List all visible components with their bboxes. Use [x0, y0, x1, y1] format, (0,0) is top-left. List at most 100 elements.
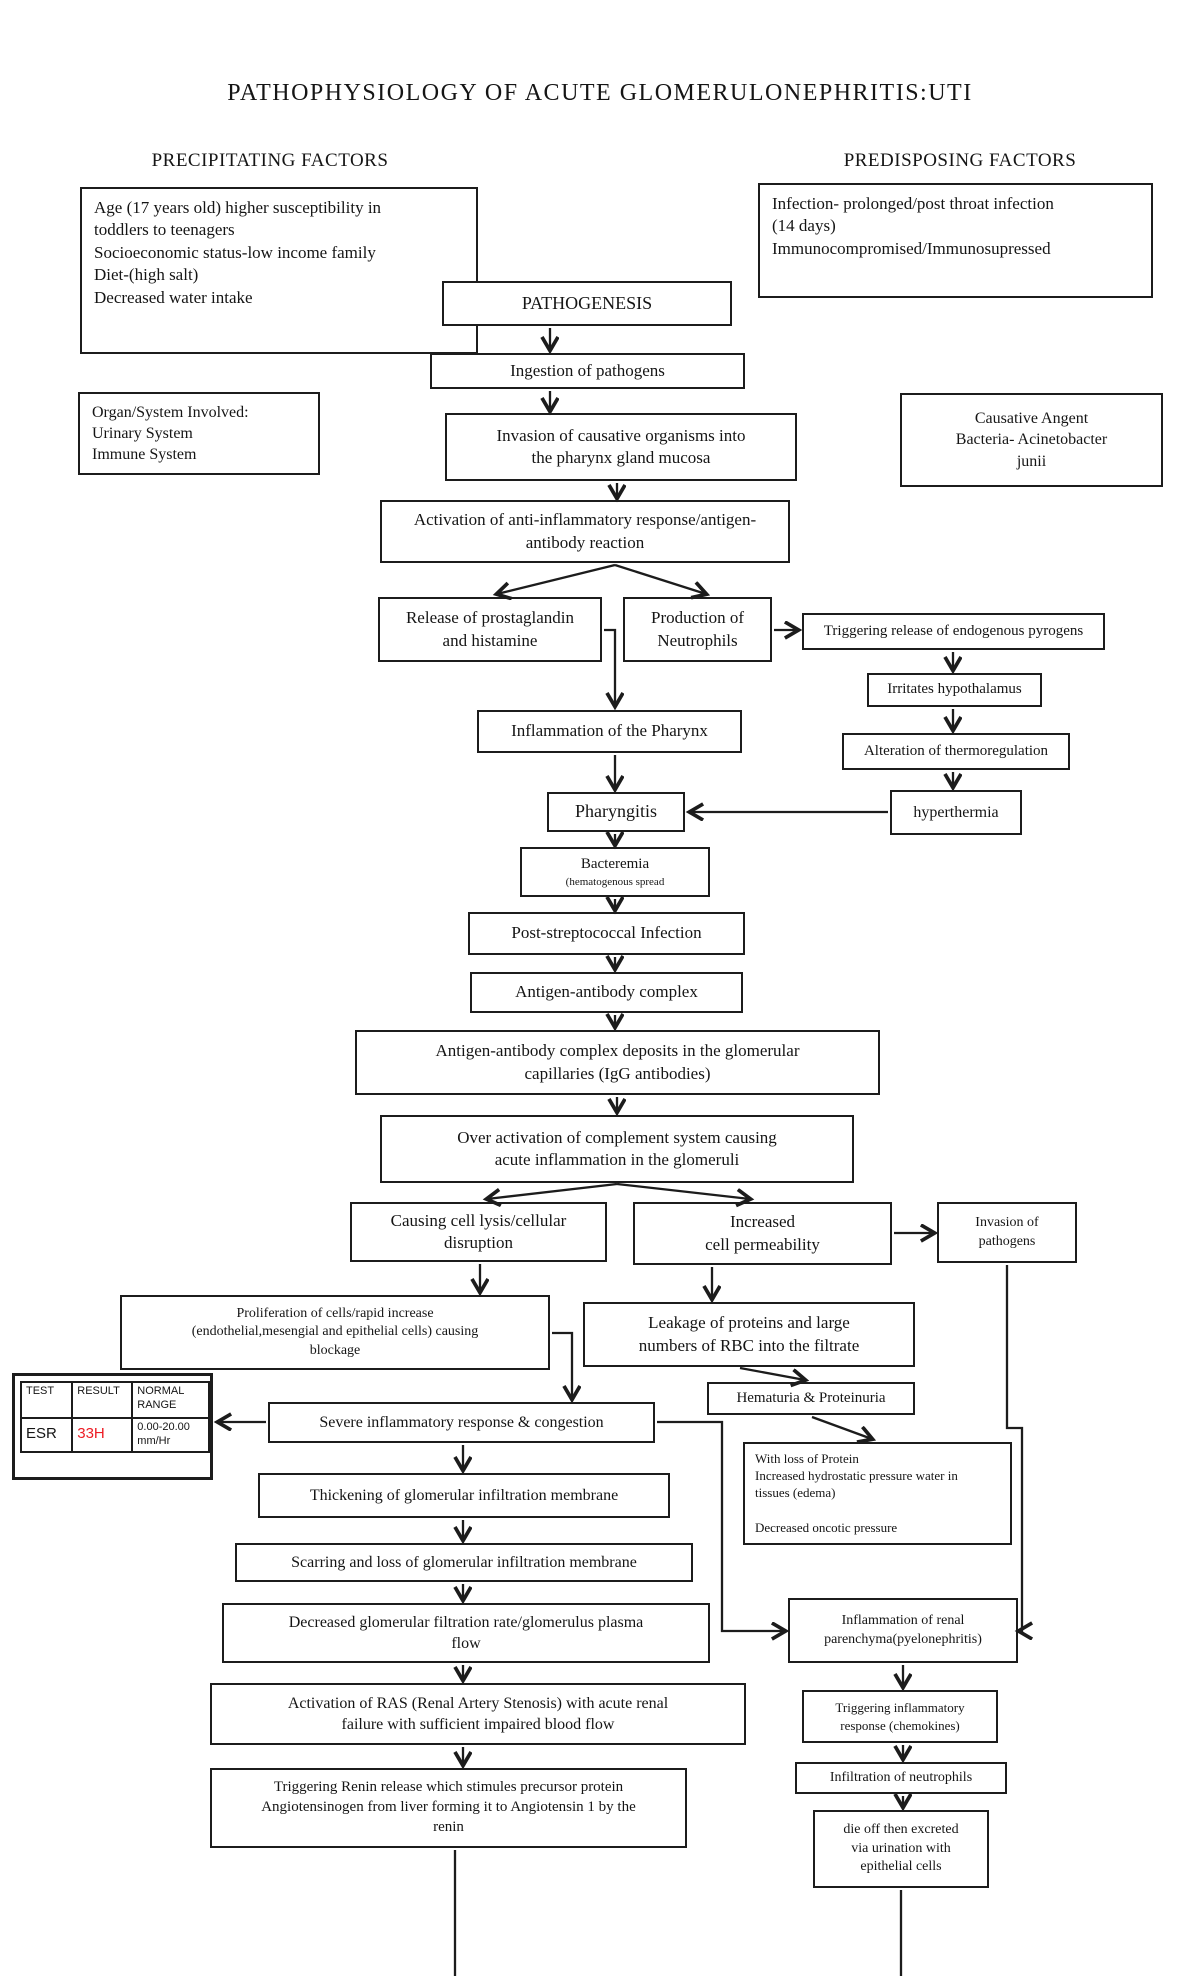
node-cell-lysis-text: Causing cell lysis/cellular — [390, 1210, 567, 1230]
node-severe-inflammatory: Severe inflammatory response & congestio… — [268, 1402, 655, 1443]
node-with-loss-protein-text: tissues (edema) — [755, 1485, 836, 1501]
arrow-leakage-to-hematuria — [739, 1366, 805, 1380]
node-pyelonephritis: Inflammation of renal parenchyma(pyelonep… — [788, 1598, 1018, 1663]
node-infiltration-neutrophils-text: Infiltration of neutrophils — [829, 1769, 973, 1785]
node-precipitating-factors: Age (17 years old) higher susceptibility… — [80, 187, 478, 354]
node-invasion-organisms-text: Invasion of causative organisms into — [496, 425, 746, 445]
node-precipitating-factors-text: Diet-(high salt) — [94, 265, 199, 285]
node-cell-permeability-text: cell permeability — [705, 1234, 820, 1254]
section-header-precipitating: PRECIPITATING FACTORS — [151, 150, 389, 171]
node-leakage-text: numbers of RBC into the filtrate — [638, 1335, 860, 1355]
node-renin-release-text: renin — [433, 1818, 464, 1835]
node-thickening: Thickening of glomerular infiltration me… — [258, 1473, 670, 1518]
node-die-off-text: die off then excreted — [843, 1822, 959, 1838]
node-causative-agent-text: Causative Angent — [974, 410, 1089, 428]
node-precipitating-factors-text: Socioeconomic status-low income family — [94, 242, 376, 262]
node-cell-lysis: Causing cell lysis/cellular disruption — [350, 1202, 607, 1262]
node-activation-ras: Activation of RAS (Renal Artery Stenosis… — [210, 1683, 746, 1745]
node-invasion-pathogens-text: Invasion of — [975, 1215, 1039, 1231]
node-proliferation-text: blockage — [309, 1342, 361, 1358]
node-pyelonephritis-text: parenchyma(pyelonephritis) — [824, 1631, 982, 1647]
node-activation-ras-text: Activation of RAS (Renal Artery Stenosis… — [287, 1694, 669, 1712]
node-precipitating-factors-text: Decreased water intake — [94, 287, 253, 307]
node-hematuria: Hematuria & Proteinuria — [707, 1382, 915, 1415]
node-proliferation: Proliferation of cells/rapid increase(en… — [120, 1295, 550, 1370]
node-production-neutrophils-text: Neutrophils — [657, 630, 738, 650]
node-with-loss-protein-text: Decreased oncotic pressure — [755, 1519, 898, 1535]
node-infiltration-neutrophils: Infiltration of neutrophils — [795, 1762, 1007, 1794]
node-activation-response: Activation of anti-inflammatory response… — [380, 500, 790, 563]
node-precipitating-factors-text: Age (17 years old) higher susceptibility… — [94, 198, 382, 217]
node-causative-agent-text: Bacteria- Acinetobacter — [955, 431, 1108, 449]
node-ingestion-text: Ingestion of pathogens — [510, 360, 665, 380]
arrow-over-activation-to-cell-lysis — [487, 1182, 618, 1199]
node-bacteremia: Bacteremia(hematogenous spread — [520, 847, 710, 897]
node-release-prostaglandin-text: Release of prostaglandin — [405, 608, 575, 628]
lab-col-test: TEST — [19, 1381, 74, 1419]
node-complex-deposits-text: Antigen-antibody complex deposits in the… — [435, 1041, 800, 1061]
node-decreased-gfr: Decreased glomerular filtration rate/glo… — [222, 1603, 710, 1663]
node-irritates-hypothalamus: Irritates hypothalamus — [867, 673, 1042, 707]
node-pharyngitis: Pharyngitis — [547, 792, 685, 832]
arrow-hematuria-to-with-loss — [811, 1415, 872, 1439]
node-causative-agent-text: junii — [1016, 452, 1047, 470]
node-organ-system-text: Immune System — [92, 446, 197, 464]
node-over-activation: Over activation of complement system cau… — [380, 1115, 854, 1183]
node-release-prostaglandin-text: and histamine — [442, 630, 538, 650]
esr-result-value: 33H — [77, 1425, 105, 1442]
lab-result-table: TEST RESULT NORMAL RANGE ESR 33H 0.00-20… — [12, 1373, 213, 1480]
node-die-off-text: via urination with — [851, 1840, 951, 1856]
page-title: PATHOPHYSIOLOGY OF ACUTE GLOMERULONEPHRI… — [227, 80, 973, 106]
node-pathogenesis: PATHOGENESIS — [442, 281, 732, 326]
node-decreased-gfr-text: Decreased glomerular filtration rate/glo… — [288, 1613, 644, 1631]
node-leakage-text: Leakage of proteins and large — [648, 1313, 850, 1333]
node-endogenous-pyrogens: Triggering release of endogenous pyrogen… — [802, 613, 1105, 650]
node-hematuria-text: Hematuria & Proteinuria — [736, 1389, 886, 1406]
node-with-loss-protein-text: With loss of Protein — [755, 1451, 859, 1466]
node-thermoregulation-text: Alteration of thermoregulation — [863, 742, 1049, 759]
node-over-activation-text: Over activation of complement system cau… — [457, 1127, 777, 1147]
node-activation-ras-text: failure with sufficient impaired blood f… — [341, 1716, 615, 1733]
node-cell-lysis-text: disruption — [444, 1233, 513, 1252]
node-cell-permeability-text: Increased — [729, 1212, 796, 1232]
node-renin-release-text: Triggering Renin release which stimules … — [273, 1779, 624, 1796]
node-hyperthermia-text: hyperthermia — [913, 803, 999, 821]
node-predisposing-factors-text: (14 days) — [772, 216, 836, 236]
node-post-streptococcal-text: Post-streptococcal Infection — [511, 923, 702, 943]
node-with-loss-protein-text: Increased hydrostatic pressure water in — [755, 1468, 958, 1484]
node-invasion-pathogens-text: pathogens — [978, 1233, 1036, 1249]
node-bacteremia-text: Bacteremia — [580, 855, 650, 872]
node-pyelonephritis-text: Inflammation of renal — [841, 1613, 965, 1629]
arrow-activation-to-production — [614, 563, 706, 594]
arrow-over-activation-to-permeability — [616, 1182, 750, 1199]
node-predisposing-factors-text: Immunocompromised/Immunosupressed — [772, 238, 1051, 258]
arrow-proliferation-to-severe — [552, 1331, 572, 1399]
arrow-release-to-inflammation-pharynx — [604, 628, 615, 706]
node-severe-inflammatory-text: Severe inflammatory response & congestio… — [319, 1413, 604, 1431]
node-activation-response-text: antibody reaction — [525, 532, 645, 552]
node-organ-system-text: Organ/System Involved: — [92, 403, 249, 421]
node-over-activation-text: acute inflammation in the glomeruli — [494, 1150, 740, 1169]
node-pathogenesis-text: PATHOGENESIS — [521, 292, 653, 313]
node-inflammation-pharynx: Inflammation of the Pharynx — [477, 710, 742, 753]
node-predisposing-factors-text: Infection- prolonged/post throat infecti… — [772, 194, 1054, 213]
node-activation-response-text: Activation of anti-inflammatory response… — [413, 510, 757, 530]
node-precipitating-factors-text: toddlers to teenagers — [94, 220, 235, 240]
node-thickening-text: Thickening of glomerular infiltration me… — [309, 1486, 619, 1504]
node-scarring: Scarring and loss of glomerular infiltra… — [235, 1543, 693, 1582]
arrow-activation-to-release — [497, 563, 616, 594]
node-organ-system-text: Urinary System — [92, 424, 193, 442]
node-pharyngitis-text: Pharyngitis — [574, 801, 657, 822]
node-renin-release-text: Angiotensinogen from liver forming it to… — [261, 1799, 636, 1816]
node-chemokines-text: Triggering inflammatory — [835, 1700, 965, 1716]
esr-normal-range-unit: mm/Hr — [137, 1434, 171, 1447]
node-complex-deposits-text: capillaries (IgG antibodies) — [524, 1063, 711, 1083]
